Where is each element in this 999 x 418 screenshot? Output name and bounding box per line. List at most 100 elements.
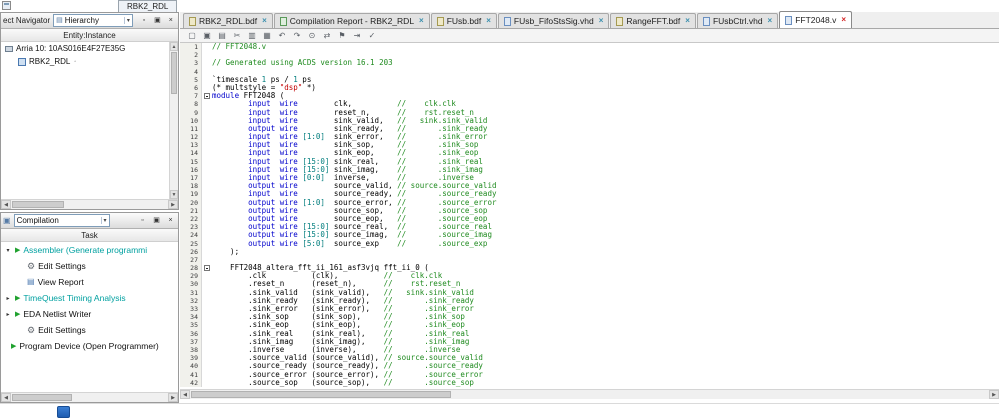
tab-close-icon[interactable]: × — [486, 17, 491, 25]
scroll-thumb[interactable] — [171, 52, 177, 94]
print-icon[interactable]: ▤ — [215, 30, 229, 42]
task-program-device-open-programmer[interactable]: ▶Program Device (Open Programmer) — [1, 338, 178, 354]
close-icon[interactable]: × — [165, 215, 176, 226]
fold-gutter — [202, 59, 212, 67]
task-assembler-generate-programmi[interactable]: ▾▶Assembler (Generate programmi — [1, 242, 178, 258]
revision-tab[interactable]: RBK2_RDL — [118, 0, 177, 12]
fold-gutter — [202, 346, 212, 354]
task-timequest-timing-analysis[interactable]: ▸▶TimeQuest Timing Analysis — [1, 290, 178, 306]
code-text: // Generated using ACDS version 16.1 203 — [212, 59, 999, 67]
scroll-thumb[interactable] — [191, 391, 451, 398]
redo-icon[interactable]: ↷ — [290, 30, 304, 42]
horizontal-scrollbar[interactable]: ◀ ▶ — [1, 392, 178, 402]
scroll-left-icon[interactable]: ◀ — [1, 393, 11, 402]
tab-close-icon[interactable]: × — [599, 17, 604, 25]
scroll-left-icon[interactable]: ◀ — [180, 390, 190, 399]
tab-compilation-report-rbk2-rdl[interactable]: Compilation Report - RBK2_RDL× — [274, 13, 430, 28]
tab-label: FUsbCtrl.vhd — [713, 16, 763, 26]
code-editor[interactable]: 1// FFT2048.v23// Generated using ACDS v… — [180, 43, 999, 389]
scroll-down-icon[interactable]: ▼ — [170, 190, 178, 199]
task-edit-settings[interactable]: ⚙Edit Settings — [1, 258, 178, 274]
fold-gutter — [202, 125, 212, 133]
tab-rbk2-rdl-bdf[interactable]: RBK2_RDL.bdf× — [183, 13, 273, 28]
tab-fusb-fifostssig-vhd[interactable]: FUsb_FifoStsSig.vhd× — [498, 13, 610, 28]
tab-fusbctrl-vhd[interactable]: FUsbCtrl.vhd × — [697, 13, 778, 28]
float-icon[interactable]: ▣ — [151, 215, 162, 226]
scroll-track[interactable] — [11, 200, 168, 209]
code-line: 1// FFT2048.v — [180, 43, 999, 51]
scroll-track[interactable] — [11, 393, 168, 402]
chevron-right-icon[interactable]: ▸ — [4, 295, 12, 302]
task-edit-settings[interactable]: ⚙Edit Settings — [1, 322, 178, 338]
scroll-right-icon[interactable]: ▶ — [168, 200, 178, 209]
tab-fusb-bdf[interactable]: FUsb.bdf× — [431, 13, 497, 28]
paste-icon[interactable]: ▦ — [260, 30, 274, 42]
tab-fft2048-v[interactable]: FFT2048.v× — [779, 11, 852, 28]
line-number: 8 — [180, 100, 202, 108]
scroll-thumb[interactable] — [12, 201, 64, 208]
chevron-down-icon[interactable]: ▾ — [4, 247, 12, 254]
vhdl-file-icon — [504, 17, 511, 26]
task-eda-netlist-writer[interactable]: ▸▶EDA Netlist Writer — [1, 306, 178, 322]
float-icon[interactable]: ▣ — [152, 15, 162, 26]
play-icon: ▶ — [15, 246, 20, 254]
close-icon[interactable]: × — [166, 15, 176, 26]
hierarchy-item-arria-10-10as016e4f27e35g[interactable]: Arria 10: 10AS016E4F27E35G — [1, 42, 169, 55]
tab-close-icon[interactable]: × — [841, 16, 846, 24]
indent-icon[interactable]: ⇥ — [350, 30, 364, 42]
scroll-right-icon[interactable]: ▶ — [989, 390, 999, 399]
hierarchy-item-label: Arria 10: 10AS016E4F27E35G — [16, 44, 125, 53]
play-icon: ▶ — [11, 342, 16, 350]
task-view-report[interactable]: ▤View Report — [1, 274, 178, 290]
tab-close-icon[interactable]: × — [768, 17, 773, 25]
tab-close-icon[interactable]: × — [685, 17, 690, 25]
play-icon: ▶ — [15, 310, 20, 318]
syntax-check-icon[interactable]: ✓ — [365, 30, 379, 42]
code-line: 3// Generated using ACDS version 16.1 20… — [180, 59, 999, 67]
entity-icon — [18, 58, 26, 66]
replace-icon[interactable]: ⇄ — [320, 30, 334, 42]
fold-gutter — [202, 68, 212, 76]
scroll-left-icon[interactable]: ◀ — [1, 200, 11, 209]
scroll-right-icon[interactable]: ▶ — [168, 393, 178, 402]
fold-gutter — [202, 321, 212, 329]
scroll-thumb[interactable] — [12, 394, 72, 401]
chevron-down-icon: ▾ — [124, 17, 130, 24]
find-icon[interactable]: ⊙ — [305, 30, 319, 42]
task-tree[interactable]: ▾▶Assembler (Generate programmi⚙Edit Set… — [1, 242, 178, 354]
fold-box-icon — [204, 93, 210, 99]
taskbar-app-icon[interactable] — [57, 406, 70, 418]
tab-rangefft-bdf[interactable]: RangeFFT.bdf× — [610, 13, 696, 28]
hierarchy-item-rbk2-rdl[interactable]: RBK2_RDL▫ — [1, 55, 169, 68]
save-icon[interactable]: ▣ — [200, 30, 214, 42]
fold-gutter — [202, 289, 212, 297]
line-number: 4 — [180, 68, 202, 76]
dock-icon[interactable]: ▫ — [137, 215, 148, 226]
hierarchy-tree[interactable]: Arria 10: 10AS016E4F27E35G RBK2_RDL▫ — [1, 42, 169, 188]
editor-horizontal-scrollbar[interactable]: ◀ ▶ — [180, 389, 999, 399]
fold-collapse-icon[interactable] — [202, 264, 212, 272]
scroll-track[interactable] — [190, 390, 989, 399]
fold-gutter — [202, 313, 212, 321]
horizontal-scrollbar[interactable]: ◀ ▶ — [1, 199, 178, 209]
fold-collapse-icon[interactable] — [202, 92, 212, 100]
fold-gutter — [202, 166, 212, 174]
dock-icon[interactable]: ▫ — [139, 15, 149, 26]
hierarchy-select[interactable]: ▤ Hierarchy ▾ — [53, 14, 133, 27]
undo-icon[interactable]: ↶ — [275, 30, 289, 42]
task-column-header: Task — [1, 229, 178, 242]
vertical-scrollbar[interactable]: ▲ ▼ — [169, 42, 178, 199]
cut-icon[interactable]: ✂ — [230, 30, 244, 42]
code-text: (* multstyle = "dsp" *) — [212, 84, 999, 92]
bookmark-icon[interactable]: ⚑ — [335, 30, 349, 42]
code-line: 25 output wire [5:0] source_exp // .sour… — [180, 240, 999, 248]
line-number: 40 — [180, 362, 202, 370]
tab-close-icon[interactable]: × — [419, 17, 424, 25]
chevron-right-icon[interactable]: ▸ — [4, 311, 12, 318]
document-tab-bar: RBK2_RDL.bdf×Compilation Report - RBK2_R… — [180, 12, 999, 29]
tab-close-icon[interactable]: × — [262, 17, 267, 25]
copy-icon[interactable]: ▥ — [245, 30, 259, 42]
scroll-up-icon[interactable]: ▲ — [170, 42, 178, 51]
new-file-icon[interactable]: ▢ — [185, 30, 199, 42]
flow-select[interactable]: Compilation ▾ — [14, 214, 110, 227]
